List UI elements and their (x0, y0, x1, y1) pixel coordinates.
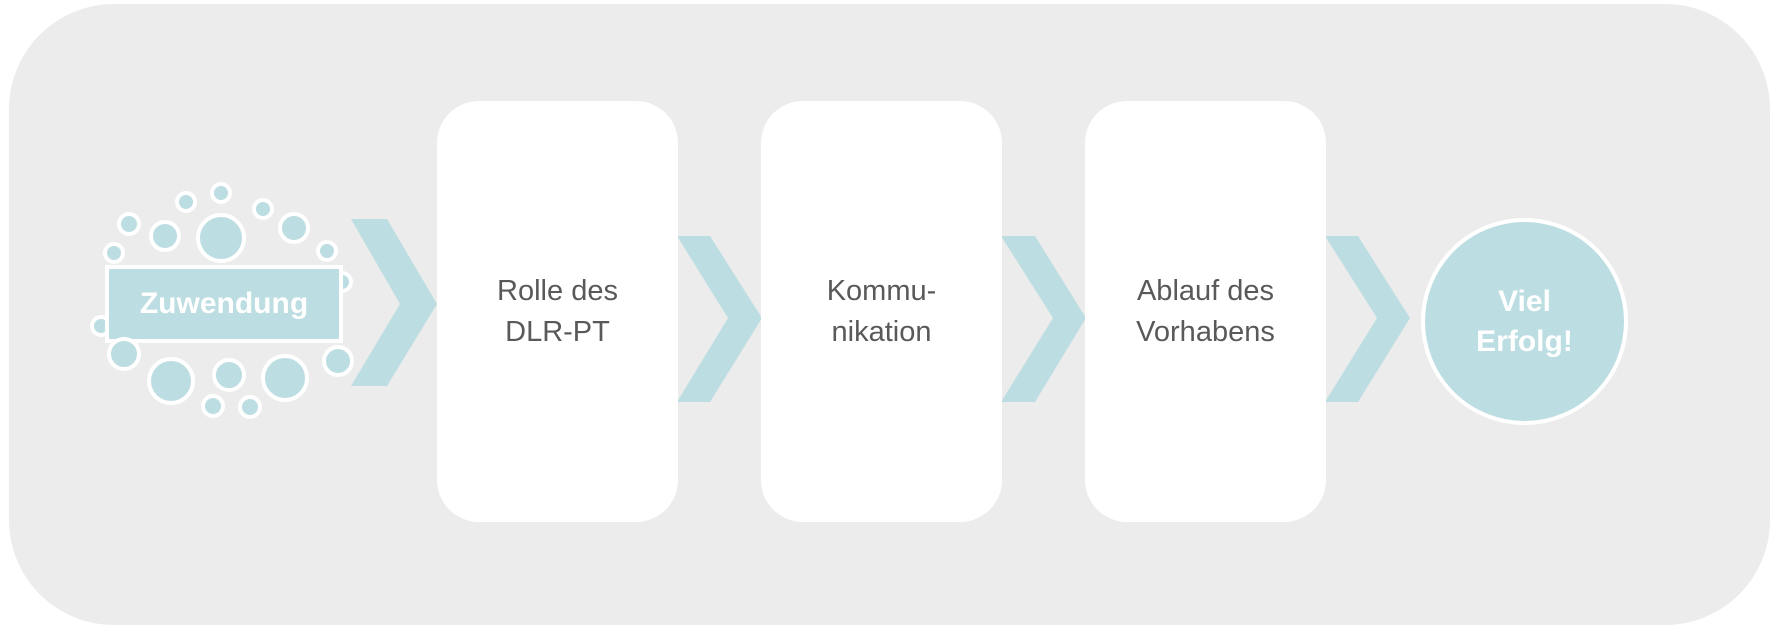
step-card-line: Ablauf des (1136, 274, 1275, 307)
step-card-line: nikation (831, 315, 932, 348)
step-card-ablauf: Ablauf des Vorhabens (1085, 101, 1326, 522)
start-label: Zuwendung (139, 287, 309, 320)
step-card-line: Rolle des (497, 274, 618, 307)
step-card-rolle: Rolle des DLR-PT (437, 101, 678, 522)
goal-circle: Viel Erfolg! (1421, 218, 1628, 425)
goal-line: Erfolg! (1476, 324, 1573, 358)
step-card-line: Kommu- (826, 274, 937, 307)
step-card-line: DLR-PT (505, 315, 610, 348)
step-card-kommunikation: Kommu- nikation (761, 101, 1002, 522)
goal-line: Viel (1498, 284, 1551, 318)
step-card-line: Vorhabens (1136, 315, 1275, 348)
